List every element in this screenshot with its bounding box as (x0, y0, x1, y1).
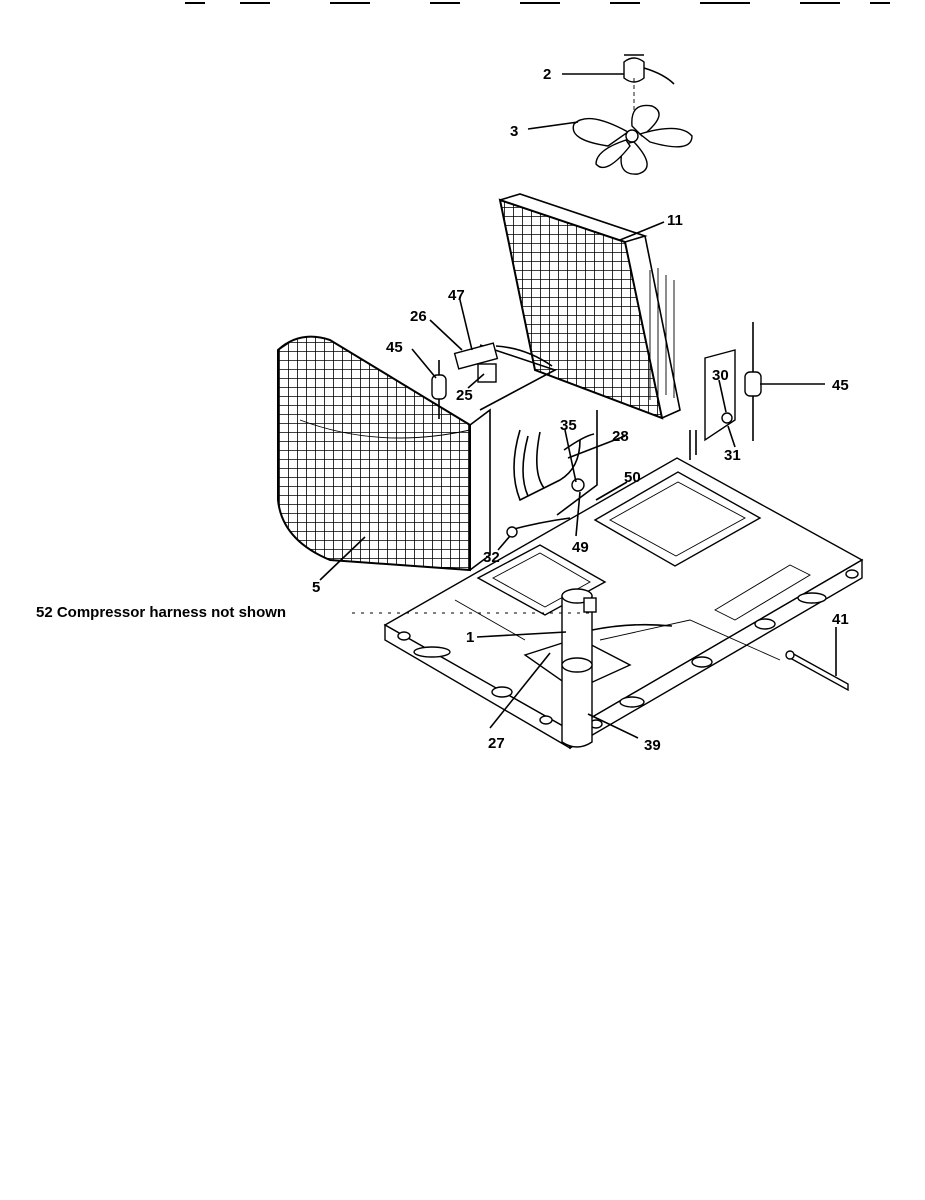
condenser-coil (277, 335, 491, 572)
callout-41: 41 (832, 611, 849, 628)
bolt (785, 650, 849, 692)
callout-45-left: 45 (386, 339, 403, 356)
callout-28: 28 (612, 428, 629, 445)
refrigerant-tubing (479, 344, 598, 538)
callout-3: 3 (510, 123, 518, 140)
callout-39: 39 (644, 737, 661, 754)
callout-labels: 2 3 11 47 26 45 25 30 45 35 28 31 50 49 … (36, 66, 849, 754)
compressor-harness-note: 52 Compressor harness not shown (36, 604, 286, 621)
callout-11: 11 (667, 212, 683, 229)
fan-motor (623, 54, 675, 126)
capacitor-left (431, 360, 447, 419)
callout-26: 26 (410, 308, 427, 325)
callout-35: 35 (560, 417, 577, 434)
callout-31: 31 (724, 447, 741, 464)
callout-5: 5 (312, 579, 320, 596)
callout-2: 2 (543, 66, 551, 83)
base-pan (383, 457, 864, 750)
control-parts (453, 342, 553, 383)
leader-lines (319, 73, 837, 739)
evaporator-coil (498, 193, 681, 420)
compressor (523, 588, 673, 748)
callout-27: 27 (488, 735, 505, 752)
callout-45-right: 45 (832, 377, 849, 394)
callout-30: 30 (712, 367, 729, 384)
callout-50: 50 (624, 469, 641, 486)
callout-47: 47 (448, 287, 465, 304)
right-bracket-parts (689, 322, 762, 460)
callout-32: 32 (483, 549, 500, 566)
callout-1: 1 (466, 629, 474, 646)
callout-49: 49 (572, 539, 589, 556)
fan-blade (572, 104, 693, 175)
callout-25: 25 (456, 387, 473, 404)
